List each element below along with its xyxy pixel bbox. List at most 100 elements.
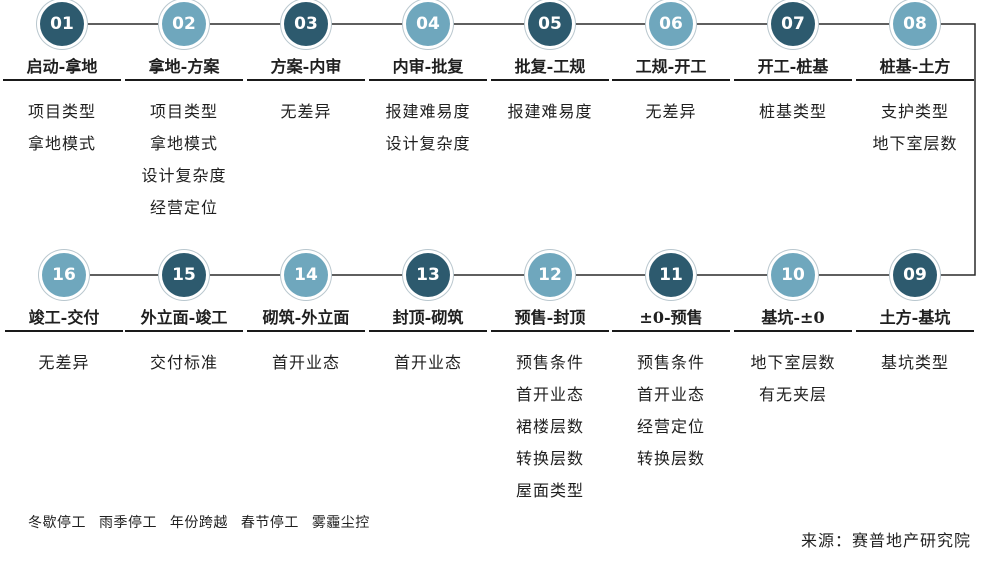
step-factor: 屋面类型 [515,481,584,500]
step-label: 土方-基坑 [856,307,974,332]
step-label: 砌筑-外立面 [247,307,365,332]
step-number-badge: 06 [649,2,693,46]
step-number-badge: 01 [40,2,84,46]
step-label: 开工-桩基 [734,56,852,81]
step-factor: 无差异 [645,102,697,121]
step-factor-list: 首开业态 [245,347,367,379]
step-factor: 地下室层数 [750,353,836,372]
step-factor: 桩基类型 [758,102,827,121]
step-number-badge: 15 [162,253,206,297]
step-factor: 首开业态 [636,385,705,404]
step-10: 10 基坑-±0 地下室层数有无夹层 [732,253,854,513]
step-04: 04 内审-批复报建难易度设计复杂度 [367,2,489,262]
step-factor: 经营定位 [636,417,705,436]
step-factor-list: 桩基类型 [732,96,854,128]
step-factor-list: 预售条件首开业态裙楼层数转换层数屋面类型 [489,347,611,507]
step-03: 03 方案-内审无差异 [245,2,367,262]
step-factor-list: 项目类型拿地模式设计复杂度经营定位 [123,96,245,224]
step-factor: 拿地模式 [27,134,96,153]
step-factor-list: 首开业态 [367,347,489,379]
step-factor: 项目类型 [149,102,218,121]
step-number-badge: 07 [771,2,815,46]
step-factor: 首开业态 [393,353,462,372]
step-factor-list: 基坑类型 [854,347,976,379]
step-factor: 设计复杂度 [385,134,471,153]
step-label: 批复-工规 [491,56,609,81]
step-factor-list: 无差异 [245,96,367,128]
step-factor: 报建难易度 [507,102,593,121]
step-07: 07 开工-桩基桩基类型 [732,2,854,262]
step-label: 外立面-竣工 [125,307,243,332]
step-factor: 项目类型 [27,102,96,121]
step-label: 竣工-交付 [5,307,123,332]
step-label: 预售-封顶 [491,307,609,332]
bottom-note: 雾霾尘控 [311,515,370,531]
step-factor: 首开业态 [271,353,340,372]
step-factor: 转换层数 [515,449,584,468]
step-label: 拿地-方案 [125,56,243,81]
step-factor-list: 预售条件首开业态经营定位转换层数 [610,347,732,475]
step-number-badge: 03 [284,2,328,46]
bottom-notes: 冬歇停工 雨季停工 年份跨越 春节停工 雾霾尘控 [28,512,378,532]
step-factor-list: 项目类型拿地模式 [1,96,123,160]
step-factor-list: 无差异 [610,96,732,128]
bottom-note: 年份跨越 [169,515,228,531]
step-factor: 裙楼层数 [515,417,584,436]
step-01: 01 启动-拿地项目类型拿地模式 [1,2,123,262]
step-label: 工规-开工 [612,56,730,81]
step-label: 基坑-±0 [734,307,852,332]
step-08: 08 桩基-土方支护类型地下室层数 [854,2,976,262]
step-number-badge: 02 [162,2,206,46]
step-number-badge: 12 [528,253,572,297]
step-16: 16 竣工-交付无差异 [3,253,125,513]
step-number-badge: 09 [893,253,937,297]
step-02: 02 拿地-方案项目类型拿地模式设计复杂度经营定位 [123,2,245,262]
step-factor: 预售条件 [636,353,705,372]
step-number-badge: 10 [771,253,815,297]
step-number-badge: 14 [284,253,328,297]
step-factor: 拿地模式 [149,134,218,153]
step-06: 06 工规-开工无差异 [610,2,732,262]
step-factor: 支护类型 [880,102,949,121]
step-factor: 有无夹层 [758,385,827,404]
step-factor-list: 地下室层数有无夹层 [732,347,854,411]
step-factor-list: 报建难易度 [489,96,611,128]
step-14: 14 砌筑-外立面首开业态 [245,253,367,513]
source-note: 来源：赛普地产研究院 [800,531,971,550]
step-factor: 无差异 [280,102,332,121]
step-factor: 转换层数 [636,449,705,468]
step-factor: 设计复杂度 [141,166,227,185]
step-11: 11 ±0-预售预售条件首开业态经营定位转换层数 [610,253,732,513]
step-12: 12 预售-封顶预售条件首开业态裙楼层数转换层数屋面类型 [489,253,611,513]
step-factor-list: 报建难易度设计复杂度 [367,96,489,160]
step-factor: 地下室层数 [872,134,958,153]
step-factor: 首开业态 [515,385,584,404]
step-number-badge: 13 [406,253,450,297]
step-label: 内审-批复 [369,56,487,81]
step-number-badge: 04 [406,2,450,46]
step-factor-list: 交付标准 [123,347,245,379]
step-13: 13 封顶-砌筑首开业态 [367,253,489,513]
step-factor: 预售条件 [515,353,584,372]
bottom-note: 春节停工 [240,515,299,531]
bottom-note: 冬歇停工 [28,515,86,531]
step-factor-list: 无差异 [3,347,125,379]
step-number-badge: 16 [42,253,86,297]
step-09: 09 土方-基坑基坑类型 [854,253,976,513]
step-factor-list: 支护类型地下室层数 [854,96,976,160]
step-label: 封顶-砌筑 [369,307,487,332]
step-factor: 无差异 [38,353,90,372]
step-factor: 报建难易度 [385,102,471,121]
step-label: ±0-预售 [612,307,730,332]
bottom-note: 雨季停工 [98,515,157,531]
step-number-badge: 08 [893,2,937,46]
step-label: 桩基-土方 [856,56,974,81]
step-factor: 经营定位 [149,198,218,217]
step-label: 启动-拿地 [3,56,121,81]
step-label: 方案-内审 [247,56,365,81]
step-number-badge: 11 [649,253,693,297]
step-15: 15 外立面-竣工交付标准 [123,253,245,513]
step-factor: 交付标准 [149,353,218,372]
